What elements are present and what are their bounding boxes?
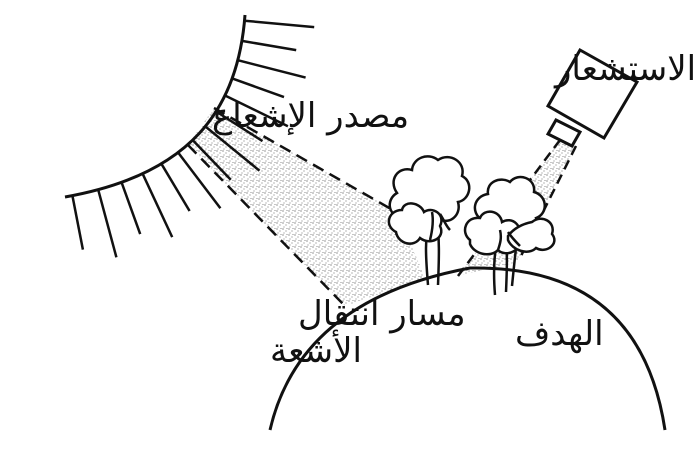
sensor-body xyxy=(545,47,640,141)
source-ray xyxy=(237,58,306,79)
sensor-lens xyxy=(545,118,583,148)
source-ray xyxy=(160,163,191,212)
source-ray xyxy=(244,19,315,29)
label-target: الهدف xyxy=(515,314,604,354)
tree-right xyxy=(463,175,556,296)
source-ray xyxy=(96,189,118,258)
label-radiation-path-line2: الأشعة xyxy=(270,329,362,371)
source-ray xyxy=(191,139,232,181)
label-radiation-path-line1: مسار انتقال xyxy=(298,294,466,334)
label-remote-sensor: جهاز الاستشعار xyxy=(553,49,695,89)
tree-left xyxy=(387,155,471,286)
source-ray xyxy=(177,151,222,210)
remote-sensor xyxy=(545,47,640,148)
source-ray xyxy=(215,110,264,143)
beam-upper-edge xyxy=(213,106,399,215)
source-ray xyxy=(204,125,261,172)
source-ray xyxy=(231,77,285,99)
source-ray xyxy=(120,181,142,235)
target-surface xyxy=(268,266,667,431)
source-ray xyxy=(141,173,174,238)
source-ray xyxy=(224,94,289,128)
label-radiation-source: مصدر الإشعاع xyxy=(212,96,409,136)
source-ray xyxy=(241,39,297,52)
source-ray xyxy=(71,195,85,250)
radiation-source xyxy=(64,14,315,258)
source-arc xyxy=(64,14,247,199)
incident-radiation-beam xyxy=(188,108,425,306)
source-rays xyxy=(71,19,315,258)
